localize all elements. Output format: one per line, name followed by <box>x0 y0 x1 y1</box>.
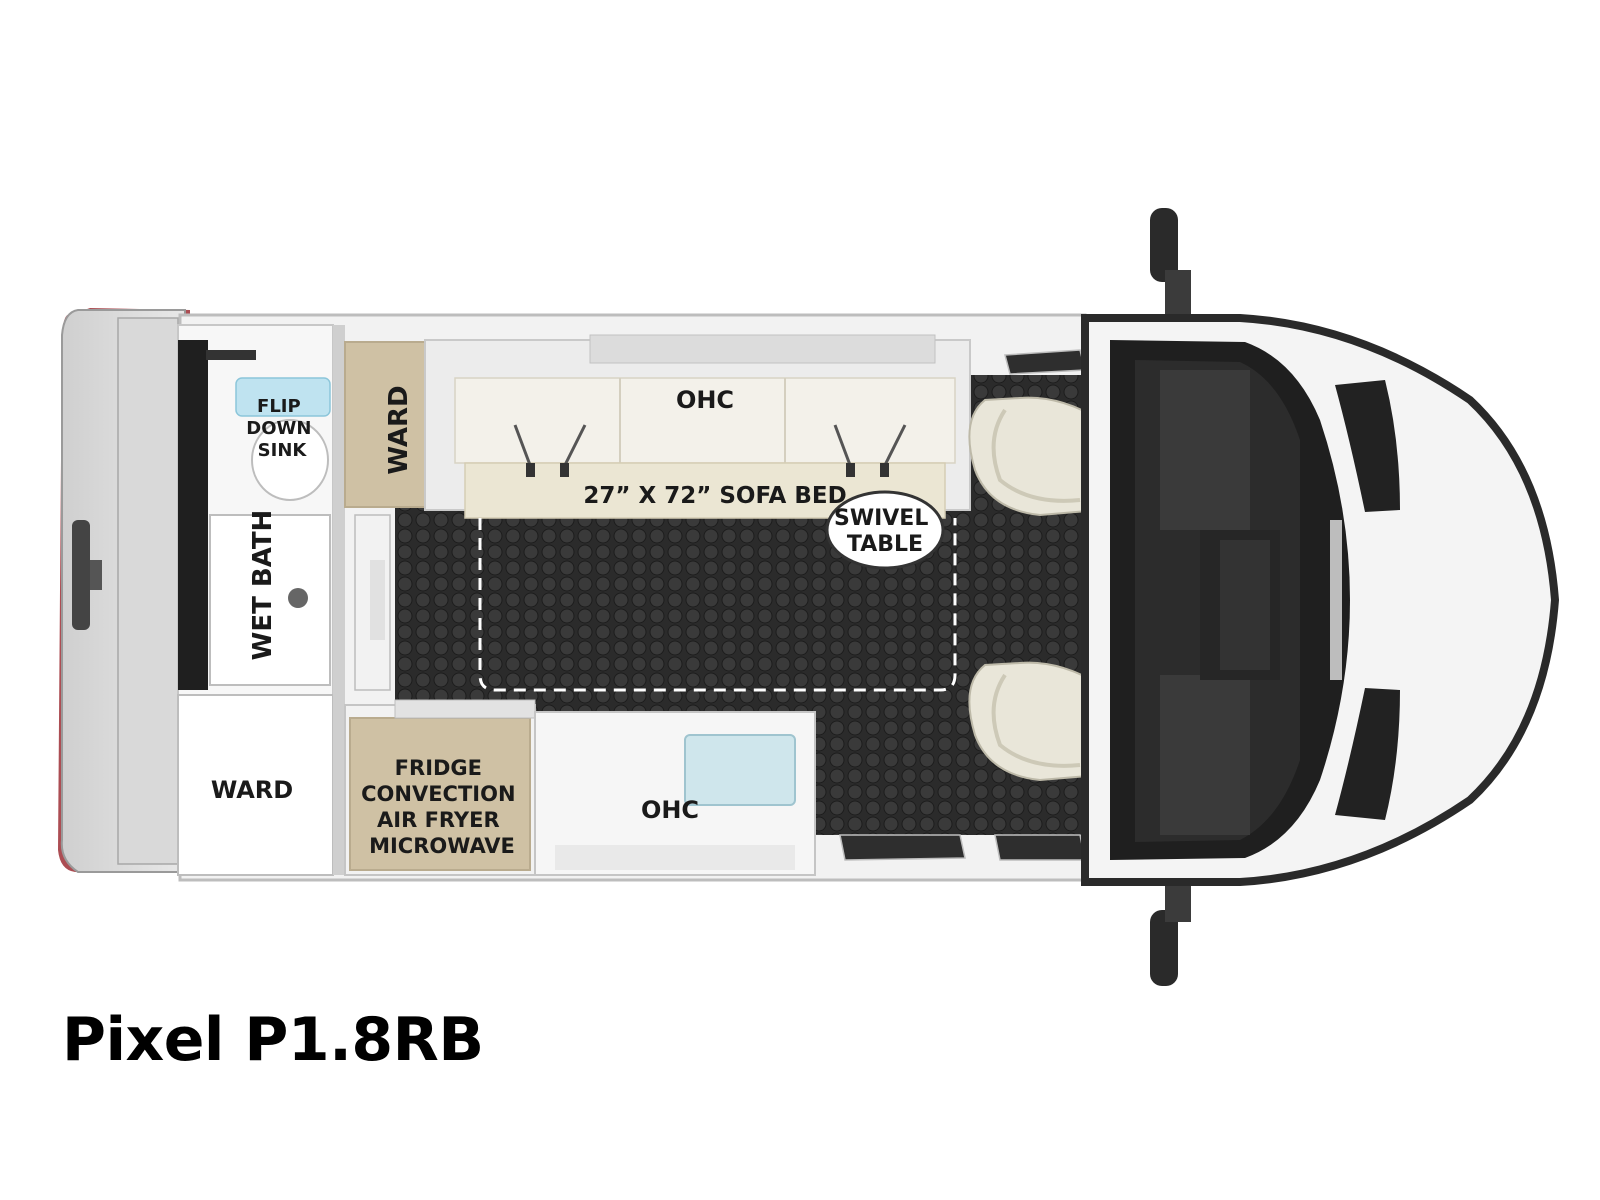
fridge-cabinet <box>349 717 531 871</box>
ward-upper-label: WARD <box>384 385 414 474</box>
shower-pan <box>209 514 331 686</box>
wet-bath-label: WET BATH <box>248 510 278 661</box>
appliances-label: FRIDGE CONVECTION AIR FRYER MICROWAVE <box>361 756 523 858</box>
drain-icon <box>288 588 308 608</box>
swivel-table-label: SWIVEL TABLE <box>834 506 936 557</box>
bed-extension-outline <box>478 518 957 692</box>
sofa-bed-label: 27” X 72” SOFA BED <box>583 483 846 509</box>
galley <box>344 699 816 876</box>
cab <box>1081 314 1560 886</box>
rear-doors <box>58 308 190 873</box>
galley-sink <box>684 734 796 806</box>
rear-wardrobe <box>177 694 334 876</box>
mirror-right <box>1150 878 1191 986</box>
sofa-bed <box>424 334 971 519</box>
flip-down-sink-label: FLIP DOWN SINK <box>246 396 317 461</box>
toilet <box>251 419 329 501</box>
ohc-top-label: OHC <box>676 386 734 414</box>
upper-wardrobe <box>344 341 426 508</box>
sink-basin <box>235 377 331 417</box>
ohc-bottom-label: OHC <box>641 796 699 824</box>
swivel-table <box>825 490 945 570</box>
driver-seat <box>968 396 1101 517</box>
mirror-left <box>1150 208 1191 314</box>
ward-lower-label: WARD <box>211 776 293 804</box>
model-name: Pixel P1.8RB <box>62 1005 484 1075</box>
passenger-seat <box>968 661 1101 782</box>
bath-area <box>177 324 334 876</box>
